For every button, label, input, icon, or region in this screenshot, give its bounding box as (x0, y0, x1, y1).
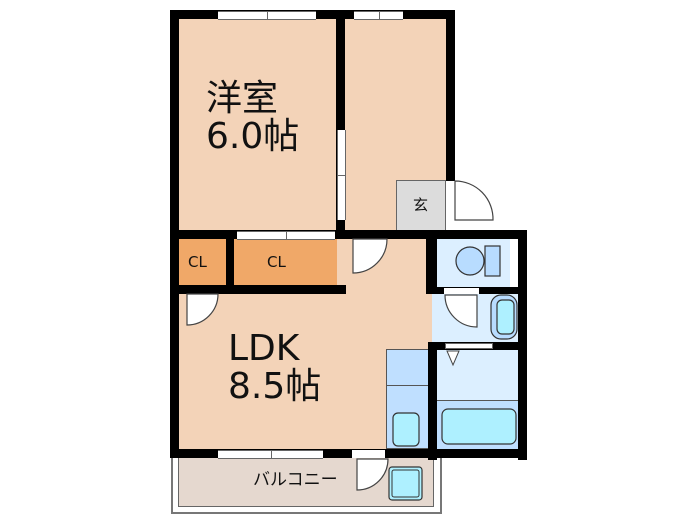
wall-divider-rooms (336, 10, 345, 238)
wall-wet-left-upper (426, 238, 437, 294)
ldk-name: LDK (228, 328, 300, 369)
bath-door-marker (446, 350, 460, 367)
western-room-area (178, 18, 336, 231)
balcony-door-opening (352, 450, 385, 458)
bathtub-icon (441, 408, 517, 445)
closet-1-label: CL (188, 253, 207, 271)
bath-door-opening (445, 343, 493, 349)
closet-2-area (234, 239, 337, 286)
kitchen-counter-divider (386, 385, 432, 386)
wall-closet-bottom (170, 285, 346, 294)
western-room-name: 洋室 (206, 78, 279, 119)
wall-closet-divider (226, 238, 234, 286)
door-swing-ldk (352, 238, 388, 274)
window-western-room (218, 11, 316, 20)
toilet-icon (455, 245, 501, 277)
door-swing-entrance (454, 180, 494, 221)
entrance-door-opening (447, 181, 454, 222)
ldk-label: LDK 8.5帖 (228, 330, 321, 406)
window-closet (237, 231, 335, 240)
wall-bath-left (428, 342, 437, 460)
balcony-label: バルコニー (253, 470, 338, 490)
wall-mid-horizontal-right (345, 230, 527, 239)
ldk-size: 8.5帖 (228, 365, 322, 407)
wall-right-upper (446, 10, 455, 181)
entrance-label: 玄 (413, 196, 429, 214)
washbasin-icon (490, 294, 518, 340)
wall-bottom (170, 449, 527, 458)
outdoor-unit-icon (388, 466, 423, 501)
closet-2-label: CL (267, 253, 286, 271)
western-room-label: 洋室 6.0帖 (206, 80, 299, 156)
door-swing-closet (186, 293, 219, 326)
sliding-door-rooms (337, 130, 346, 220)
closet-1-area (179, 239, 226, 286)
kitchen-sink-icon (392, 412, 420, 447)
window-north-room (354, 11, 403, 20)
door-swing-balcony (356, 458, 389, 491)
western-room-size: 6.0帖 (206, 115, 300, 157)
door-swing-washroom (444, 294, 478, 328)
washroom-door-opening (444, 288, 479, 294)
window-ldk-balcony (218, 450, 323, 459)
